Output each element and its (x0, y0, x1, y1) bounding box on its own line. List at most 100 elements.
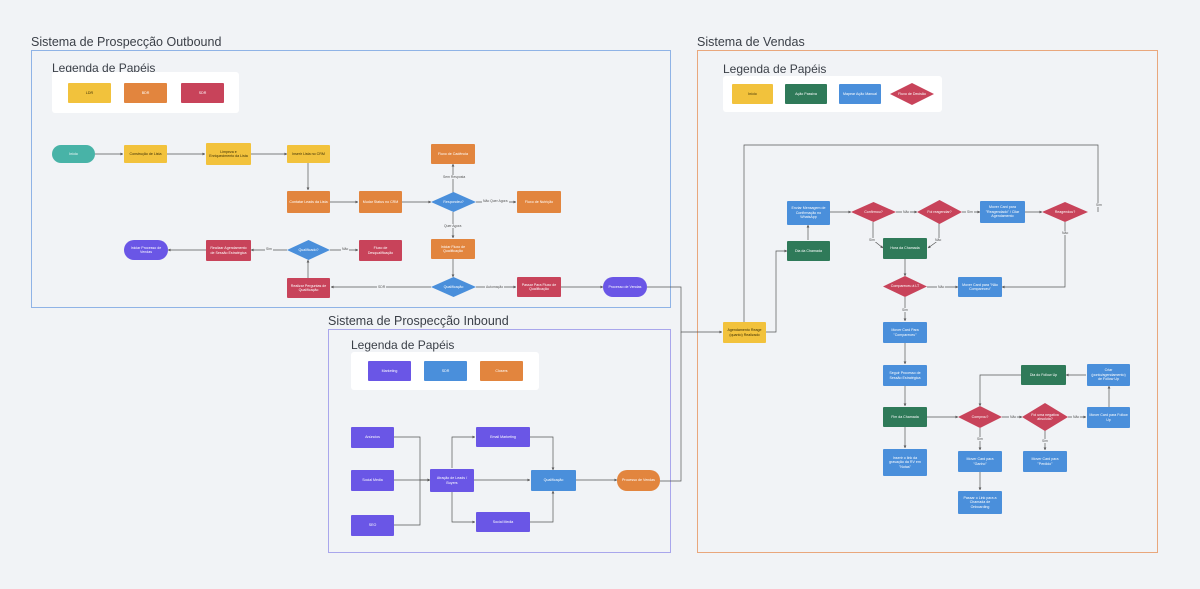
outbound-legend-title: Legenda de Papéis (52, 61, 156, 75)
legend-marketing: Marketing (368, 361, 411, 381)
decision-compareceu[interactable]: Compareceu à LT (883, 276, 927, 297)
node-iniciar-fluxo-qualificacao[interactable]: Iniciar Fluxo de Qualificação (431, 239, 475, 259)
decision-comprou[interactable]: Comprou? (958, 406, 1002, 428)
node-limpeza-lista[interactable]: Limpeza e Enriquecimento da Lista (206, 143, 251, 165)
edge (451, 435, 476, 468)
node-fim-chamada[interactable]: Fim da Chamada (883, 407, 927, 427)
edge-label-nao: Não (1009, 415, 1018, 419)
inbound-frame-title: Sistema de Prospecção Inbound (328, 314, 509, 328)
node-agendamento-realizado[interactable]: Agendamento Reage (quanto) Realizado (723, 322, 766, 343)
edge-label-sim: Sim (966, 210, 974, 214)
edge (766, 249, 788, 333)
edge-label-sim: Sim (265, 247, 273, 251)
edge (1001, 222, 1066, 289)
node-contatar-leads[interactable]: Contatar Leads da Lista (287, 191, 330, 213)
node-mover-compareceu[interactable]: Mover Card Para "Compareceu" (883, 322, 927, 343)
node-enviar-mensagem[interactable]: Enviar Mensagem de Confirmação no WhatsA… (787, 201, 830, 225)
edge (451, 492, 476, 524)
node-criar-agendamento-follow[interactable]: Criar (ponto/agendamento) de Follow Up (1087, 364, 1130, 386)
edge (978, 374, 1021, 407)
outbound-frame-title: Sistema de Prospecção Outbound (31, 35, 222, 49)
node-inicio[interactable]: Início (52, 145, 95, 163)
vendas-frame-title: Sistema de Vendas (697, 35, 805, 49)
legend-acao-manual: Mapear Ação Manual (839, 84, 881, 104)
edge-label-sem-resposta: Sem Resposta (442, 175, 467, 179)
node-seguir-processo[interactable]: Seguir Processo de Sessão Estratégica (883, 365, 927, 386)
legend-ldr: LDR (68, 83, 111, 103)
node-mudar-status[interactable]: Mudar Status no CRM (359, 191, 402, 213)
edge (394, 436, 431, 482)
legend-inicio: Início (732, 84, 773, 104)
edge (927, 222, 940, 249)
edge-label-sim: Sim (976, 437, 984, 441)
edge (530, 436, 555, 471)
vendas-legend-title: Legenda de Papéis (723, 62, 827, 76)
legend-fluxo-decisao: Fluxo de Decisão (890, 83, 934, 105)
node-fluxo-desqualificacao[interactable]: Fluxo de Desqualificação (359, 240, 402, 261)
decision-reagendou[interactable]: Reagendou? (1042, 202, 1088, 222)
edge-label-nao: Não (902, 210, 911, 214)
node-mover-reagendado[interactable]: Mover Card para "Reagendado" / Cliar Age… (980, 201, 1025, 223)
node-construcao-lista[interactable]: Construção de Lista (124, 145, 167, 163)
edge (872, 222, 884, 249)
edge-label-nao: Não (1061, 231, 1070, 235)
node-social-media-channel[interactable]: Social Media (476, 512, 530, 532)
edge-label-nao: Não (341, 247, 350, 251)
edge-label-sdr: SDR (377, 285, 387, 289)
node-iniciar-processo-vendas[interactable]: Iniciar Processo de Vendas (124, 240, 168, 260)
edge-label-nao: Não (934, 238, 943, 242)
edge (394, 478, 431, 526)
node-anuncios[interactable]: Anúncios (351, 427, 394, 448)
edge (647, 286, 723, 334)
node-fluxo-nutricao[interactable]: Fluxo de Nutrição (517, 191, 561, 213)
decision-foi-reagendar[interactable]: Foi reagendar? (917, 200, 962, 224)
node-mover-follow-up[interactable]: Mover Card para Follow Up (1087, 407, 1130, 428)
node-seo[interactable]: SEO (351, 515, 394, 536)
edge-label-nao-quer-agora: Não Quer Agora (482, 199, 509, 203)
legend-bdr: BDR (124, 83, 167, 103)
node-mover-ganho[interactable]: Mover Card para "Ganho" (958, 451, 1002, 472)
inbound-legend-title: Legenda de Papéis (351, 338, 455, 352)
edge-label-automacao: Automação (485, 285, 505, 289)
node-dia-chamada[interactable]: Dia da Chamada (787, 241, 830, 261)
decision-qualificacao[interactable]: Qualificação (431, 277, 476, 297)
edge-label-quer-agora: Quer Agora (443, 224, 463, 228)
outbound-frame[interactable] (31, 50, 671, 308)
node-passar-fluxo-qualificacao[interactable]: Passar Para Fluxo de Qualificação (517, 277, 561, 297)
node-qualificacao-inbound[interactable]: Qualificação (531, 470, 576, 491)
node-atracao-leads[interactable]: Atração de Leads / Buyers (430, 469, 474, 492)
edge-label-sim: Sim (1041, 439, 1049, 443)
decision-confirmou[interactable]: Confirmou? (851, 202, 896, 222)
edge-label-nao: Não (937, 285, 946, 289)
decision-negativa-absoluta[interactable]: Foi uma negativa absoluta? (1022, 403, 1068, 431)
node-inserir-link[interactable]: Inserir o link da gravação da RV em "Not… (883, 449, 927, 476)
legend-closers: Closers (480, 361, 523, 381)
inbound-frame[interactable] (328, 329, 671, 553)
node-passar-link-onboarding[interactable]: Passar o Link para a Chamada de Onboardi… (958, 491, 1002, 514)
node-mover-perdido[interactable]: Mover Card para "Perdido" (1023, 451, 1067, 472)
node-fluxo-cadencia[interactable]: Fluxo de Cadência (431, 144, 475, 164)
decision-respondeu[interactable]: Respondeu? (431, 192, 476, 212)
node-mover-nao-compareceu[interactable]: Mover Card para "Não Compareceu" (958, 277, 1002, 297)
legend-sdr: SDR (181, 83, 224, 103)
edge-label-sim: Sim (868, 238, 876, 242)
edge-label-sim: Sim (1095, 203, 1103, 207)
node-realizar-perguntas[interactable]: Realizar Perguntas de Qualificação (287, 278, 330, 298)
legend-sdr-inbound: SDR (424, 361, 467, 381)
node-dia-follow-up[interactable]: Dia do Follow Up (1021, 365, 1066, 385)
node-social-media-source[interactable]: Social Media (351, 470, 394, 491)
decision-qualificado[interactable]: Qualificado? (287, 240, 330, 260)
node-processo-vendas-outbound[interactable]: Processo de Vendas (603, 277, 647, 297)
node-realizar-agendamento[interactable]: Realizar Agendamento de Sessão Estratégi… (206, 240, 251, 261)
vendas-frame[interactable] (697, 50, 1158, 553)
edge (743, 144, 1099, 326)
node-hora-chamada[interactable]: Hora da Chamada (883, 238, 927, 259)
edge (660, 332, 682, 482)
edge-label-sim: Sim (901, 308, 909, 312)
edge (530, 490, 555, 523)
node-inserir-crm[interactable]: Inserir Lista no CRM (287, 145, 330, 163)
node-email-marketing[interactable]: Email Marketing (476, 427, 530, 447)
legend-acao-passiva: Ação Passiva (785, 84, 827, 104)
edge-label-nao: Não (1072, 415, 1081, 419)
node-processo-vendas-inbound[interactable]: Processo de Vendas (617, 470, 660, 491)
